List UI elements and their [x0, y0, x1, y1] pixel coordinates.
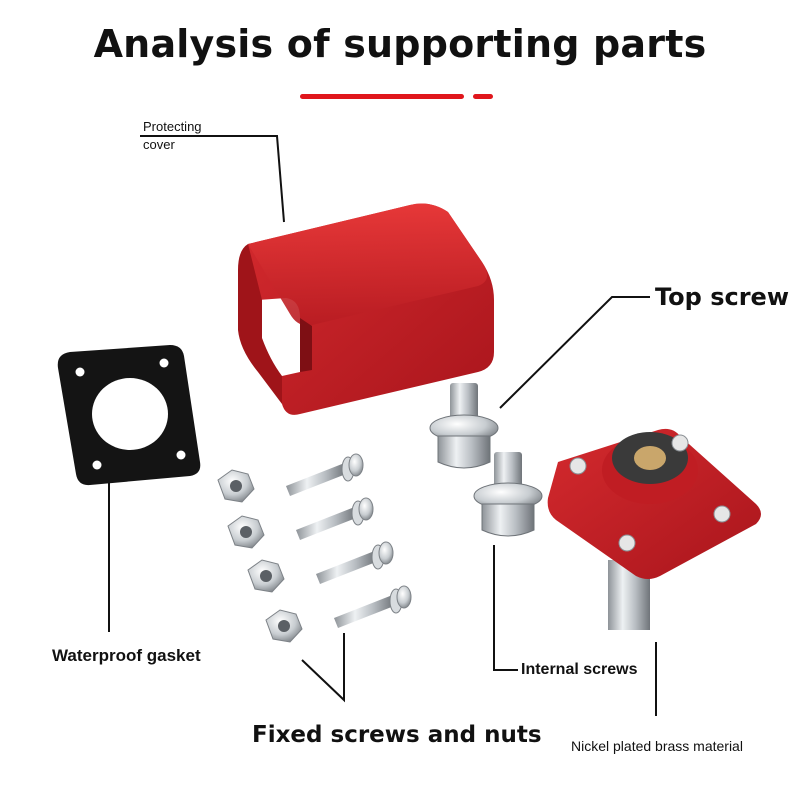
fixed-screw-image	[316, 541, 394, 584]
leader-line-fixed-screws	[301, 633, 345, 703]
label-waterproof-gasket: Waterproof gasket	[52, 646, 201, 665]
protecting-cover-image	[238, 203, 494, 415]
fixed-screw-image	[286, 453, 364, 496]
label-internal-screws: Internal screws	[521, 661, 638, 678]
label-nickel-plated-brass: Nickel plated brass material	[571, 738, 743, 754]
label-protecting-cover-line2: cover	[143, 137, 175, 152]
terminal-body-image	[547, 428, 761, 630]
label-top-screw: Top screw	[655, 283, 790, 311]
leader-line-internal-screws	[493, 545, 518, 671]
nut-image	[247, 559, 285, 593]
fixed-screw-image	[296, 497, 374, 540]
label-fixed-screws-and-nuts: Fixed screws and nuts	[252, 722, 542, 748]
page-title: Analysis of supporting parts	[93, 22, 707, 66]
nut-image	[217, 469, 255, 503]
internal-screw-image	[473, 452, 543, 537]
leader-lines	[108, 135, 657, 716]
label-protecting-cover-line1: Protecting	[143, 119, 202, 134]
nut-image	[265, 609, 303, 643]
waterproof-gasket-image	[57, 345, 201, 486]
internal-screw-image	[429, 383, 499, 469]
fixed-screw-image	[334, 585, 412, 628]
leader-line-protecting-cover	[140, 135, 285, 223]
title-underline	[300, 94, 493, 99]
leader-line-top-screw	[499, 296, 650, 409]
nut-image	[227, 515, 265, 549]
label-protecting-cover: Protecting cover	[143, 118, 202, 154]
